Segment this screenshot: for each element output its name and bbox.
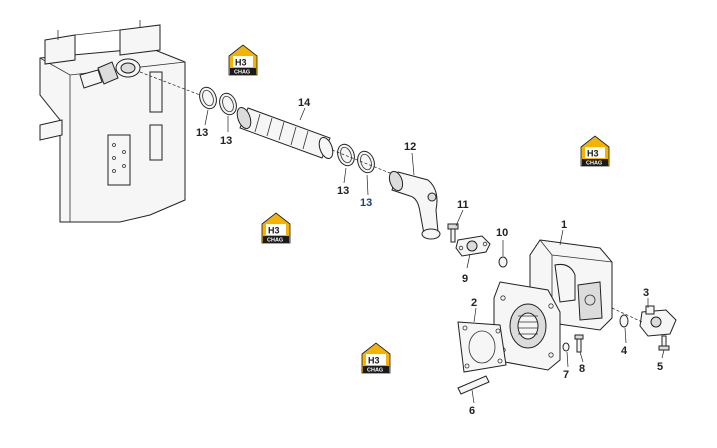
logo-letters: H3 [587, 149, 599, 159]
elbow-pipe [388, 170, 441, 240]
gasket-2 [457, 321, 507, 373]
logo-letters: H3 [368, 356, 380, 366]
flange-9 [455, 235, 491, 257]
o-ring-4 [619, 314, 629, 328]
bolt-11 [447, 223, 459, 243]
logo-caption: CHAG [267, 238, 283, 244]
hose-clamp-left-b [219, 92, 237, 116]
bolt-5 [658, 335, 670, 351]
callout-13-a: 13 [196, 127, 208, 139]
suction-hose [236, 106, 334, 160]
callout-6: 6 [469, 405, 475, 417]
callout-14: 14 [298, 97, 311, 109]
callout-12: 12 [404, 141, 416, 153]
callout-13-c: 13 [337, 185, 349, 197]
logo-letters: H3 [235, 58, 247, 68]
o-ring-10 [498, 256, 508, 268]
leader-lines [204, 107, 665, 404]
logo-caption: CHAG [586, 161, 602, 167]
callout-2: 2 [471, 297, 477, 309]
pump-mounting-flange [493, 281, 561, 371]
hose-clamp-right-b [357, 150, 375, 174]
hose-clamp-left-a [199, 86, 217, 110]
watermark-logo-4: H3 CHAG [361, 342, 391, 374]
hose-clamp-right-a [337, 143, 355, 167]
logo-caption: CHAG [234, 70, 250, 76]
washer-7 [562, 342, 570, 352]
callout-10: 10 [496, 227, 508, 239]
logo-letters: H3 [268, 226, 280, 236]
callout-7: 7 [563, 369, 569, 381]
logo-caption: CHAG [367, 368, 383, 374]
bolt-8 [574, 334, 584, 353]
watermark-logo-2: H3 CHAG [580, 135, 610, 167]
callout-1: 1 [561, 219, 567, 231]
dowel-pin-6 [457, 375, 490, 395]
callout-3: 3 [643, 287, 649, 299]
watermark-logo-3: H3 CHAG [261, 212, 291, 244]
callout-5: 5 [657, 361, 663, 373]
callout-13-b: 13 [220, 135, 232, 147]
callout-11: 11 [457, 199, 469, 211]
callout-13-d: 13 [360, 197, 372, 209]
callout-8: 8 [579, 363, 585, 375]
callout-4: 4 [621, 345, 628, 357]
callout-9: 9 [462, 273, 468, 285]
hydraulic-tank [39, 20, 201, 223]
watermark-logo-1: H3 CHAG [228, 44, 258, 76]
flange-3 [639, 305, 677, 337]
